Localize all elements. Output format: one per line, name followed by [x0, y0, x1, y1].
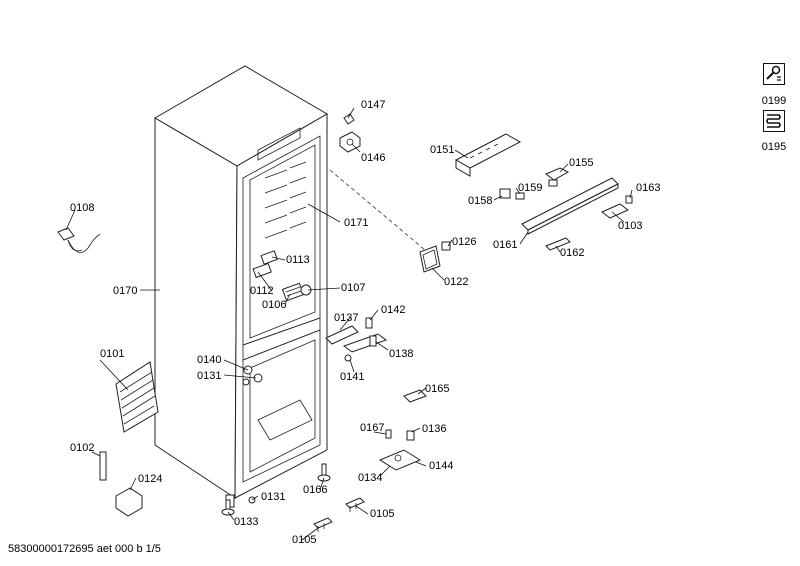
part-labels: 0147 0146 0151 0155 0159 0158 0163 0103 … [70, 99, 660, 546]
label-0106: 0106 [262, 299, 286, 311]
label-0162: 0162 [560, 247, 584, 259]
label-0142: 0142 [381, 304, 405, 316]
label-0159: 0159 [518, 182, 542, 194]
label-0134: 0134 [358, 472, 382, 484]
label-0166: 0166 [303, 484, 327, 496]
connector-0159 [515, 192, 525, 200]
pin-0142 [365, 317, 373, 329]
hinge-0165 [403, 389, 427, 403]
label-0167: 0167 [360, 422, 384, 434]
label-0163: 0163 [636, 182, 660, 194]
legend-code-0195: 0195 [761, 141, 787, 153]
hinge-0138 [342, 333, 388, 353]
clip-0167 [385, 429, 392, 439]
document-id: 58300000172695 aet 000 b 1/5 [8, 543, 161, 555]
dashed-connector [329, 169, 426, 251]
label-0105-upper: 0105 [370, 508, 394, 520]
label-0107: 0107 [341, 282, 365, 294]
label-0171: 0171 [344, 217, 368, 229]
label-0126: 0126 [452, 236, 476, 248]
label-0131-lower: 0131 [261, 491, 285, 503]
label-0105-lower: 0105 [292, 534, 316, 546]
switch-0155 [545, 167, 570, 187]
washer-0141 [344, 354, 352, 362]
label-0161: 0161 [493, 239, 517, 251]
label-0141: 0141 [340, 371, 364, 383]
label-0131-upper: 0131 [197, 370, 221, 382]
diffuser-0162 [545, 237, 571, 251]
label-0133: 0133 [234, 516, 258, 528]
wrench-plug-icon [763, 63, 785, 85]
label-0158: 0158 [468, 195, 492, 207]
label-0155: 0155 [569, 157, 593, 169]
label-0113: 0113 [286, 254, 310, 266]
label-0146: 0146 [361, 152, 385, 164]
light-strip-0161 [521, 177, 619, 235]
label-0151: 0151 [430, 144, 454, 156]
control-panel-0151 [454, 133, 522, 177]
foot-0133 [221, 499, 235, 516]
plate-0122 [419, 245, 441, 273]
lamp-0126 [441, 241, 451, 251]
label-0124: 0124 [138, 473, 162, 485]
tube-0102 [99, 451, 107, 481]
label-0112: 0112 [250, 285, 274, 297]
power-cord-0108 [57, 227, 101, 253]
lamp-cover-0112 [252, 262, 272, 279]
label-0140: 0140 [197, 354, 221, 366]
label-0170: 0170 [113, 285, 137, 297]
bracket-0147 [343, 113, 355, 125]
leader-lines [65, 107, 633, 541]
rear-panel-0101 [115, 361, 159, 433]
clip-0163 [625, 195, 633, 204]
block-0124 [115, 487, 143, 517]
bracket-0105-lower [313, 517, 333, 532]
screw-0136 [406, 430, 415, 441]
hinge-0137 [325, 325, 359, 345]
hinge-plate-0134 [378, 449, 422, 471]
label-0108: 0108 [70, 202, 94, 214]
legend-code-0199: 0199 [761, 95, 787, 107]
label-0102: 0102 [70, 442, 94, 454]
lamp-cover-0113 [260, 250, 278, 265]
connector-0158 [499, 188, 511, 199]
label-0138: 0138 [389, 348, 413, 360]
coil-heater-icon [763, 110, 785, 132]
label-0122: 0122 [444, 276, 468, 288]
label-0101: 0101 [100, 348, 124, 360]
label-0137: 0137 [334, 312, 358, 324]
label-0144: 0144 [429, 460, 453, 472]
label-0165: 0165 [425, 383, 449, 395]
label-0103: 0103 [618, 220, 642, 232]
fridge-cabinet [154, 65, 328, 508]
label-0147: 0147 [361, 99, 385, 111]
cover-0103 [601, 203, 629, 219]
label-0136: 0136 [422, 423, 446, 435]
